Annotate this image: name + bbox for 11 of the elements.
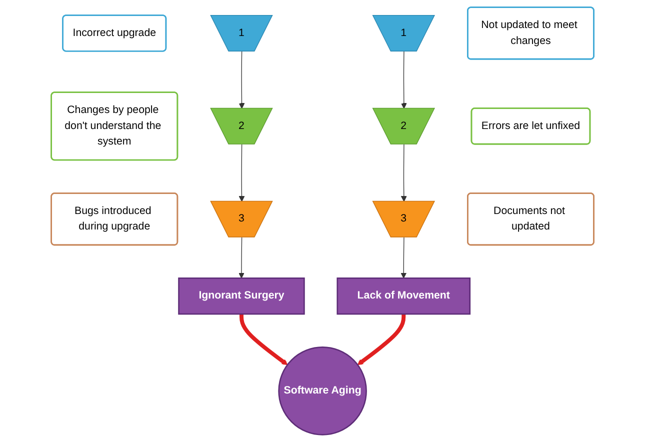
arrow: [238, 51, 245, 109]
arrow: [400, 144, 407, 202]
arrow: [239, 314, 288, 366]
node-circle: Software Aging: [278, 346, 367, 436]
arrow: [238, 237, 244, 278]
arrow: [357, 314, 406, 366]
arrow: [400, 237, 406, 278]
arrow: [238, 144, 245, 202]
node-box: Lack of Movement: [336, 278, 470, 315]
node-box: Ignorant Surgery: [178, 278, 305, 315]
arrow: [400, 51, 407, 109]
